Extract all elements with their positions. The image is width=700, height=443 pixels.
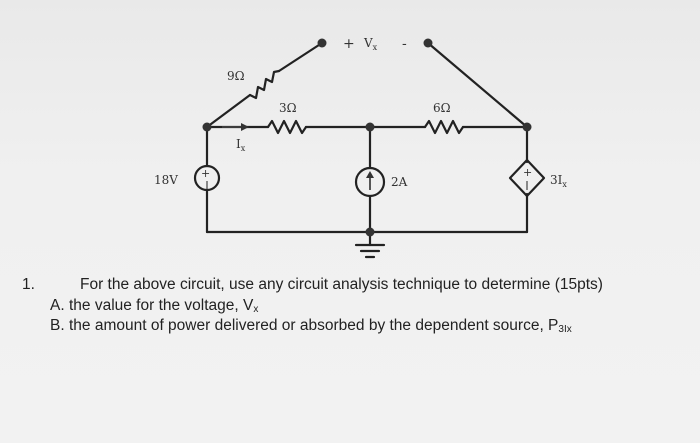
question-stem: For the above circuit, use any circuit a…: [80, 276, 603, 293]
arrow-up-icon: [366, 171, 374, 178]
label-9ohm: 9Ω: [227, 69, 245, 83]
question-item-a: A. the value for the voltage, Vx: [50, 297, 258, 315]
item-a-marker: A.: [50, 297, 65, 314]
node-top-right: [522, 122, 532, 132]
label-18v: 18V: [154, 173, 178, 187]
voltage-source-18v: +: [193, 164, 221, 192]
wire-right-diagonal: [426, 41, 529, 129]
question-number: 1.: [22, 276, 35, 293]
label-vx: Vx: [363, 36, 378, 52]
dep-plus-sign: +: [523, 166, 532, 179]
vs-plus-sign: +: [201, 167, 210, 180]
wire-9ohm-upper: [277, 41, 324, 73]
item-a-text: the value for the voltage, V: [68, 297, 254, 314]
ix-arrow-icon: [222, 123, 249, 131]
current-source-2a: [354, 166, 386, 198]
label-3ix: 3Ix: [550, 173, 567, 189]
label-ix: Ix: [236, 137, 246, 153]
item-b-marker: B.: [50, 317, 65, 334]
item-b-text: the amount of power delivered or absorbe…: [68, 317, 559, 334]
node-bottom-mid: [365, 227, 375, 237]
node-top-mid: [365, 122, 375, 132]
resistor-3ohm: [266, 119, 308, 135]
dependent-source-3ix: +: [508, 158, 546, 198]
label-vx-minus: -: [402, 36, 407, 52]
terminal-vx-minus: [423, 38, 433, 48]
label-2a: 2A: [391, 175, 408, 189]
label-vx-plus: +: [343, 36, 355, 52]
item-a-sub: x: [253, 304, 259, 315]
terminal-vx-plus: [317, 38, 327, 48]
resistor-6ohm: [423, 119, 465, 135]
item-b-sub: 3Ix: [558, 324, 572, 335]
label-6ohm: 6Ω: [433, 101, 451, 115]
circuit-diagram: + + 9Ω 3Ω 6Ω 18V 2A: [154, 36, 567, 259]
resistor-9ohm: [248, 69, 281, 100]
node-top-left: [202, 122, 212, 132]
question-item-b: B. the amount of power delivered or abso…: [50, 317, 572, 335]
wire-9ohm-lower: [205, 93, 252, 129]
label-3ohm: 3Ω: [279, 101, 297, 115]
ground-icon: [354, 243, 386, 259]
